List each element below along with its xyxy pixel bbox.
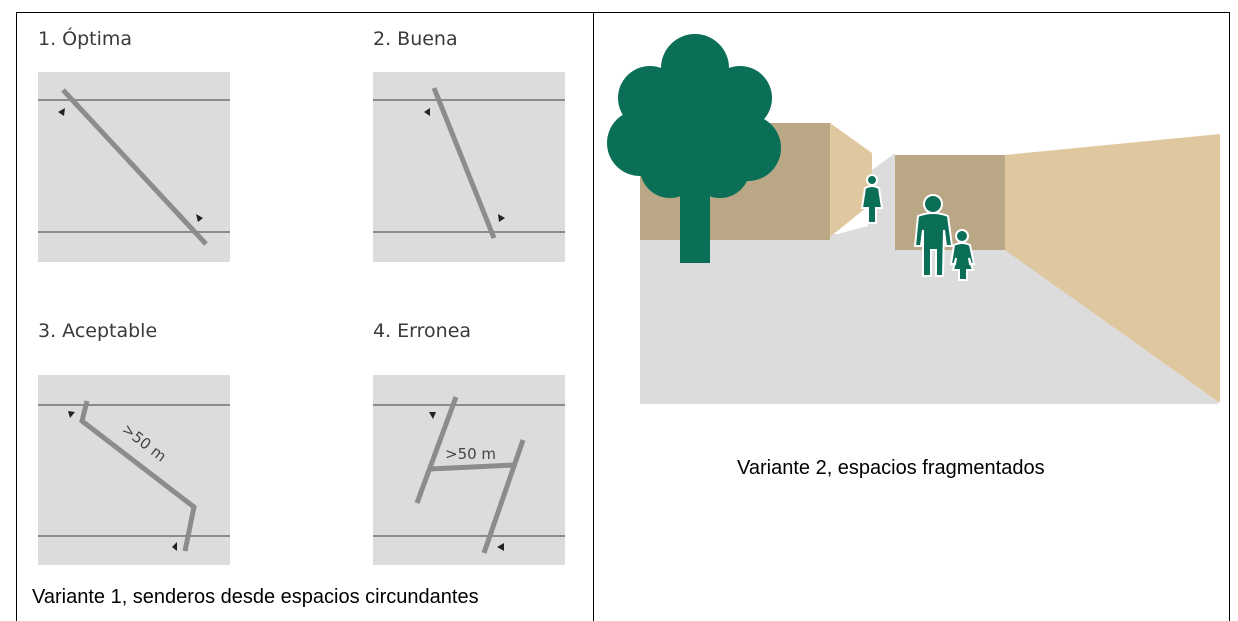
path-line — [61, 88, 208, 246]
ground-perspective — [640, 153, 1218, 403]
fragmented-spaces-illustration — [607, 34, 1220, 404]
path-line — [79, 400, 197, 552]
adult-person-icon — [913, 194, 954, 277]
end-arrow-icon — [172, 542, 177, 551]
diagram-3-label: 3. Aceptable — [38, 320, 158, 342]
diagram-background — [373, 72, 565, 262]
path-line-left — [414, 396, 459, 504]
diagram-1-optimal — [38, 72, 230, 262]
child-person-icon — [949, 229, 976, 281]
path-line-connector — [429, 462, 515, 472]
distant-person-icon — [860, 174, 884, 224]
end-arrow-icon — [497, 543, 504, 551]
diagram-background — [373, 375, 565, 565]
diagram-2-good — [373, 72, 565, 262]
diagram-4-label: 4. Erronea — [373, 320, 472, 342]
diagram-3-acceptable: >50 m — [38, 375, 230, 565]
right-building-side — [1005, 134, 1220, 403]
diagram-background — [38, 375, 230, 565]
distance-label: >50 m — [445, 445, 496, 463]
start-arrow-icon — [429, 412, 436, 419]
panel-divider — [593, 12, 594, 621]
right-panel-caption: Variante 2, espacios fragmentados — [737, 457, 1045, 479]
tree-icon — [607, 34, 781, 263]
end-arrow-icon — [196, 214, 203, 222]
end-arrow-icon — [498, 214, 505, 222]
diagram-1-label: 1. Óptima — [38, 28, 133, 50]
left-panel-caption: Variante 1, senderos desde espacios circ… — [32, 586, 479, 608]
left-building-side — [830, 123, 872, 237]
path-line — [431, 87, 497, 239]
path-line-right — [481, 439, 526, 554]
figure-frame — [16, 12, 1230, 621]
diagram-2-label: 2. Buena — [373, 28, 458, 50]
start-arrow-icon — [68, 411, 75, 418]
start-arrow-icon — [424, 108, 430, 116]
start-arrow-icon — [58, 108, 65, 116]
diagram-4-wrong: >50 m — [373, 375, 565, 565]
